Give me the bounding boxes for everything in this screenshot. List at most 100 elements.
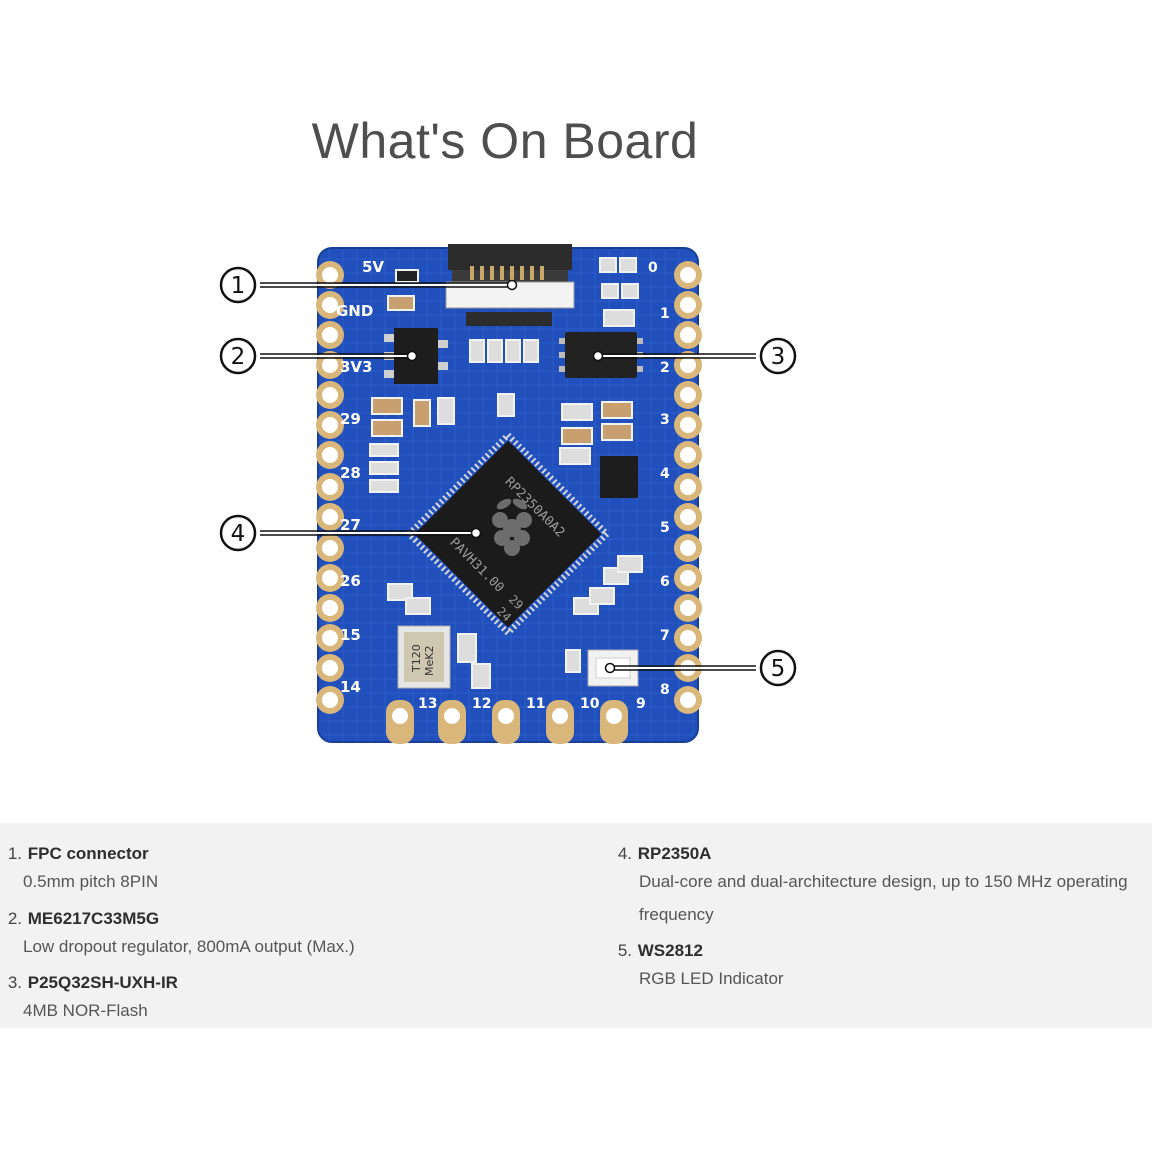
smd-part bbox=[487, 339, 503, 363]
callout-number: 5 bbox=[771, 656, 786, 682]
smd-part bbox=[387, 295, 415, 311]
smd-part bbox=[395, 269, 419, 283]
spec-description: Dual-core and dual-architecture design, … bbox=[639, 872, 1128, 924]
pin-label: 8 bbox=[660, 682, 670, 698]
smd-part bbox=[599, 257, 617, 273]
fpc-pin bbox=[510, 266, 514, 280]
smd-part bbox=[371, 397, 403, 415]
pin-hole bbox=[674, 503, 702, 531]
callout-number: 3 bbox=[771, 344, 786, 370]
pin-hole bbox=[674, 321, 702, 349]
spec-item-4: 4. RP2350A Dual-core and dual-architectu… bbox=[616, 834, 1152, 931]
smd-components bbox=[369, 257, 643, 689]
pin-label: 13 bbox=[418, 696, 437, 712]
pin-label: 5 bbox=[660, 520, 670, 536]
callout-2: 2 bbox=[219, 337, 418, 375]
pin-hole bbox=[316, 594, 344, 622]
pin-label: 6 bbox=[660, 574, 670, 590]
smd-part bbox=[469, 339, 485, 363]
pin-hole bbox=[316, 441, 344, 469]
pin-label: 11 bbox=[526, 696, 545, 712]
pin-label: 2 bbox=[660, 360, 670, 376]
pin-label: 12 bbox=[472, 696, 491, 712]
spec-item-3: 3. P25Q32SH-UXH-IR 4MB NOR-Flash bbox=[0, 963, 590, 1028]
pin-label: 3 bbox=[660, 412, 670, 428]
right-pin-holes bbox=[674, 261, 702, 714]
pin-hole bbox=[386, 700, 414, 744]
spec-description: RGB LED Indicator bbox=[639, 969, 784, 988]
smd-part bbox=[369, 443, 399, 457]
spec-description: Low dropout regulator, 800mA output (Max… bbox=[23, 936, 355, 956]
board-diagram: RP2350A0A2 PAVH31.00 29 24 T120 MeK2 5VG… bbox=[219, 244, 797, 744]
spec-list-left: 1. FPC connector 0.5mm pitch 8PIN 2. ME6… bbox=[0, 834, 590, 1028]
pin-hole bbox=[674, 381, 702, 409]
spec-description: 0.5mm pitch 8PIN bbox=[23, 872, 159, 891]
pin-hole bbox=[600, 700, 628, 744]
smd-part bbox=[413, 399, 431, 427]
smd-part bbox=[369, 479, 399, 493]
spec-number: 2. bbox=[7, 908, 22, 928]
fpc-pin bbox=[480, 266, 484, 280]
pin-hole bbox=[492, 700, 520, 744]
bottom-pin-holes bbox=[386, 700, 628, 744]
spec-list-right: 4. RP2350A Dual-core and dual-architectu… bbox=[616, 834, 1152, 996]
pin-label: 29 bbox=[340, 410, 361, 428]
pin-label: 0 bbox=[648, 260, 658, 276]
smd-part bbox=[601, 283, 619, 299]
smd-part bbox=[437, 397, 455, 425]
smd-part bbox=[559, 447, 591, 465]
pin-label: 28 bbox=[340, 464, 361, 482]
pin-hole bbox=[674, 534, 702, 562]
pin-label: 27 bbox=[340, 516, 361, 534]
smd-part bbox=[617, 555, 643, 573]
smd-part bbox=[601, 423, 633, 441]
fpc-connector bbox=[445, 244, 575, 326]
smd-part bbox=[601, 401, 633, 419]
smd-part bbox=[371, 419, 403, 437]
pin-label: 3V3 bbox=[340, 358, 372, 376]
spec-name: ME6217C33M5G bbox=[27, 908, 160, 928]
smd-part bbox=[457, 633, 477, 663]
pin-hole bbox=[438, 700, 466, 744]
callout-3: 3 bbox=[592, 337, 797, 375]
smd-part bbox=[561, 427, 593, 445]
pin-hole bbox=[546, 700, 574, 744]
spec-item-5: 5. WS2812 RGB LED Indicator bbox=[616, 931, 1152, 996]
pin-hole bbox=[316, 503, 344, 531]
spec-item-2: 2. ME6217C33M5G Low dropout regulator, 8… bbox=[0, 899, 590, 964]
smd-part bbox=[405, 597, 431, 615]
crystal-marking2: MeK2 bbox=[423, 646, 436, 676]
callout-5: 5 bbox=[604, 649, 797, 687]
pin-label: 5V bbox=[362, 258, 384, 276]
crystal-marking1: T120 bbox=[410, 644, 423, 673]
pin-label: 14 bbox=[340, 678, 361, 696]
fpc-pin bbox=[520, 266, 524, 280]
smd-part bbox=[387, 583, 413, 601]
smd-part bbox=[369, 461, 399, 475]
pin-hole bbox=[316, 534, 344, 562]
raspberry-logo-icon bbox=[492, 498, 532, 556]
pin-label: 15 bbox=[340, 626, 361, 644]
pin-hole bbox=[316, 654, 344, 682]
spec-name: P25Q32SH-UXH-IR bbox=[27, 973, 178, 992]
smd-part bbox=[523, 339, 539, 363]
pin-hole bbox=[316, 564, 344, 592]
pin-hole bbox=[316, 624, 344, 652]
pin-hole bbox=[674, 564, 702, 592]
pin-hole bbox=[316, 473, 344, 501]
smd-part bbox=[565, 649, 581, 673]
page-title: What's On Board bbox=[311, 113, 699, 169]
pin-hole bbox=[316, 411, 344, 439]
pin-hole bbox=[674, 594, 702, 622]
callout-4: 4 bbox=[219, 514, 482, 552]
callout-number: 1 bbox=[231, 273, 246, 299]
pin-hole bbox=[316, 261, 344, 289]
small-ic bbox=[600, 456, 638, 498]
spec-item-1: 1. FPC connector 0.5mm pitch 8PIN bbox=[0, 834, 590, 899]
pin-hole bbox=[674, 411, 702, 439]
pin-hole bbox=[674, 624, 702, 652]
spec-name: RP2350A bbox=[637, 844, 712, 863]
smd-part bbox=[603, 309, 635, 327]
smd-part bbox=[621, 283, 639, 299]
fpc-pin bbox=[500, 266, 504, 280]
